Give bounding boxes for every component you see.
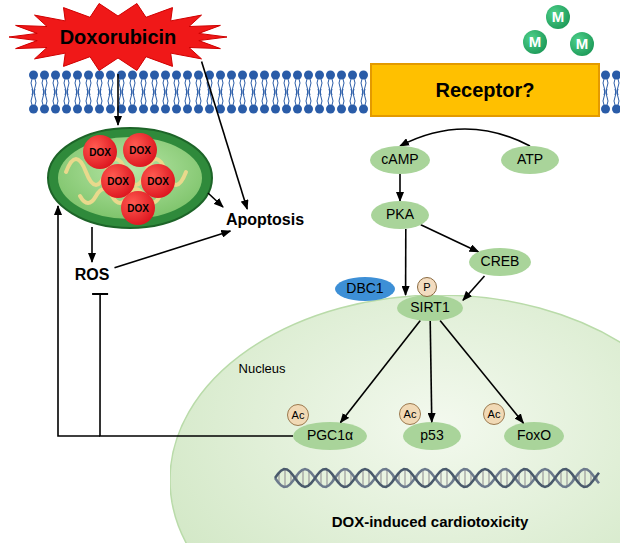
dna-rung	[380, 471, 381, 486]
molecule-circle: M	[546, 5, 570, 29]
nucleus-shape	[170, 295, 620, 543]
outcome-label: Apoptosis	[221, 209, 310, 231]
node-label: DOX	[147, 176, 169, 187]
signal-oval: ATP	[501, 146, 559, 174]
node-label: Receptor?	[436, 79, 535, 101]
dna-rung	[362, 469, 363, 486]
text-holder: DOX-induced cardiotoxicity	[332, 513, 529, 531]
node-label: ROS	[75, 266, 110, 284]
dna-rung	[560, 471, 561, 486]
dna-rung	[464, 469, 465, 487]
node-label: SIRT1	[410, 300, 449, 315]
connector	[115, 231, 231, 268]
acetyl-circle: Ac	[483, 403, 505, 425]
arrow	[91, 227, 93, 262]
dox-circle: DOX	[123, 133, 157, 167]
dna-rung	[440, 471, 441, 486]
dna-rung	[302, 469, 303, 486]
node-label: Apoptosis	[226, 211, 304, 229]
connector	[399, 174, 401, 201]
connector	[400, 129, 530, 146]
node-label: M	[576, 36, 589, 53]
node-label: Doxorubicin	[60, 26, 177, 48]
node-label: DOX	[107, 176, 129, 187]
node-label: FoxO	[517, 428, 551, 443]
molecule-circle: M	[523, 30, 547, 54]
dna-rung	[344, 469, 345, 487]
mito-inner	[58, 137, 202, 219]
acetyl-circle: Ac	[287, 404, 309, 426]
dna-rung	[446, 469, 447, 486]
dna-rung	[404, 469, 405, 487]
node-label: Ac	[488, 408, 501, 420]
dna-rung	[584, 469, 585, 487]
node-label: DOX	[127, 203, 149, 214]
dna-rung	[422, 469, 423, 486]
node-label: M	[552, 9, 565, 26]
dna-rung	[506, 469, 507, 486]
text-holder: Nucleus	[239, 359, 286, 377]
arrow	[208, 193, 223, 207]
molecule-circle: M	[570, 32, 594, 56]
mito-outer	[48, 128, 212, 228]
dna-rung	[542, 469, 543, 486]
node-label: P	[423, 281, 430, 293]
node-label: ATP	[517, 152, 543, 167]
node-label: Ac	[292, 409, 305, 421]
node-label: Ac	[404, 408, 417, 420]
dna-rung	[386, 469, 387, 486]
node-label: DOX	[129, 145, 151, 156]
target-oval: p53	[403, 422, 461, 450]
signal-oval: cAMP	[370, 146, 430, 174]
mitochondrion	[48, 128, 212, 228]
nucleus: NucleusDOX-induced cardiotoxicityAcPGC1α…	[170, 295, 620, 543]
node-label: p53	[420, 428, 443, 443]
node-label: M	[529, 34, 542, 51]
connector	[405, 229, 407, 295]
acetyl-circle: Ac	[399, 403, 421, 425]
target-oval: FoxO	[504, 422, 564, 450]
signal-oval: CREB	[469, 248, 531, 276]
dna-rung	[284, 469, 285, 487]
node-label: Nucleus	[239, 361, 286, 376]
pathway-arrows	[58, 74, 223, 436]
target-oval: PGC1α	[293, 422, 367, 450]
outcome-label: ROS	[70, 264, 115, 286]
connector	[421, 225, 479, 252]
inhibition-bar	[92, 293, 108, 295]
nucleus-outline	[170, 295, 620, 543]
dna-rung	[320, 471, 321, 486]
node-label: DBC1	[346, 281, 383, 296]
receptor-box: Receptor?	[370, 63, 600, 117]
phospho-circle: P	[417, 277, 437, 297]
arrow	[58, 206, 100, 436]
starburst	[9, 4, 227, 71]
signal-oval: SIRT1	[397, 295, 463, 321]
dna-rung	[482, 469, 483, 486]
node-label: CREB	[481, 254, 520, 269]
protein-oval: DBC1	[335, 277, 395, 301]
dox-circle: DOX	[121, 191, 155, 225]
dna-rung	[524, 469, 525, 487]
dna-rung	[500, 471, 501, 486]
drug-starburst: Doxorubicin	[8, 2, 228, 72]
connector	[202, 62, 248, 210]
signal-oval: PKA	[371, 201, 429, 229]
node-label: PGC1α	[307, 428, 353, 443]
node-label: DOX	[89, 147, 111, 158]
dna-rung	[326, 469, 327, 486]
node-label: cAMP	[381, 152, 418, 167]
node-label: PKA	[386, 207, 414, 222]
dna-rung	[566, 469, 567, 486]
node-label: DOX-induced cardiotoxicity	[332, 513, 529, 530]
arrow	[117, 74, 119, 125]
